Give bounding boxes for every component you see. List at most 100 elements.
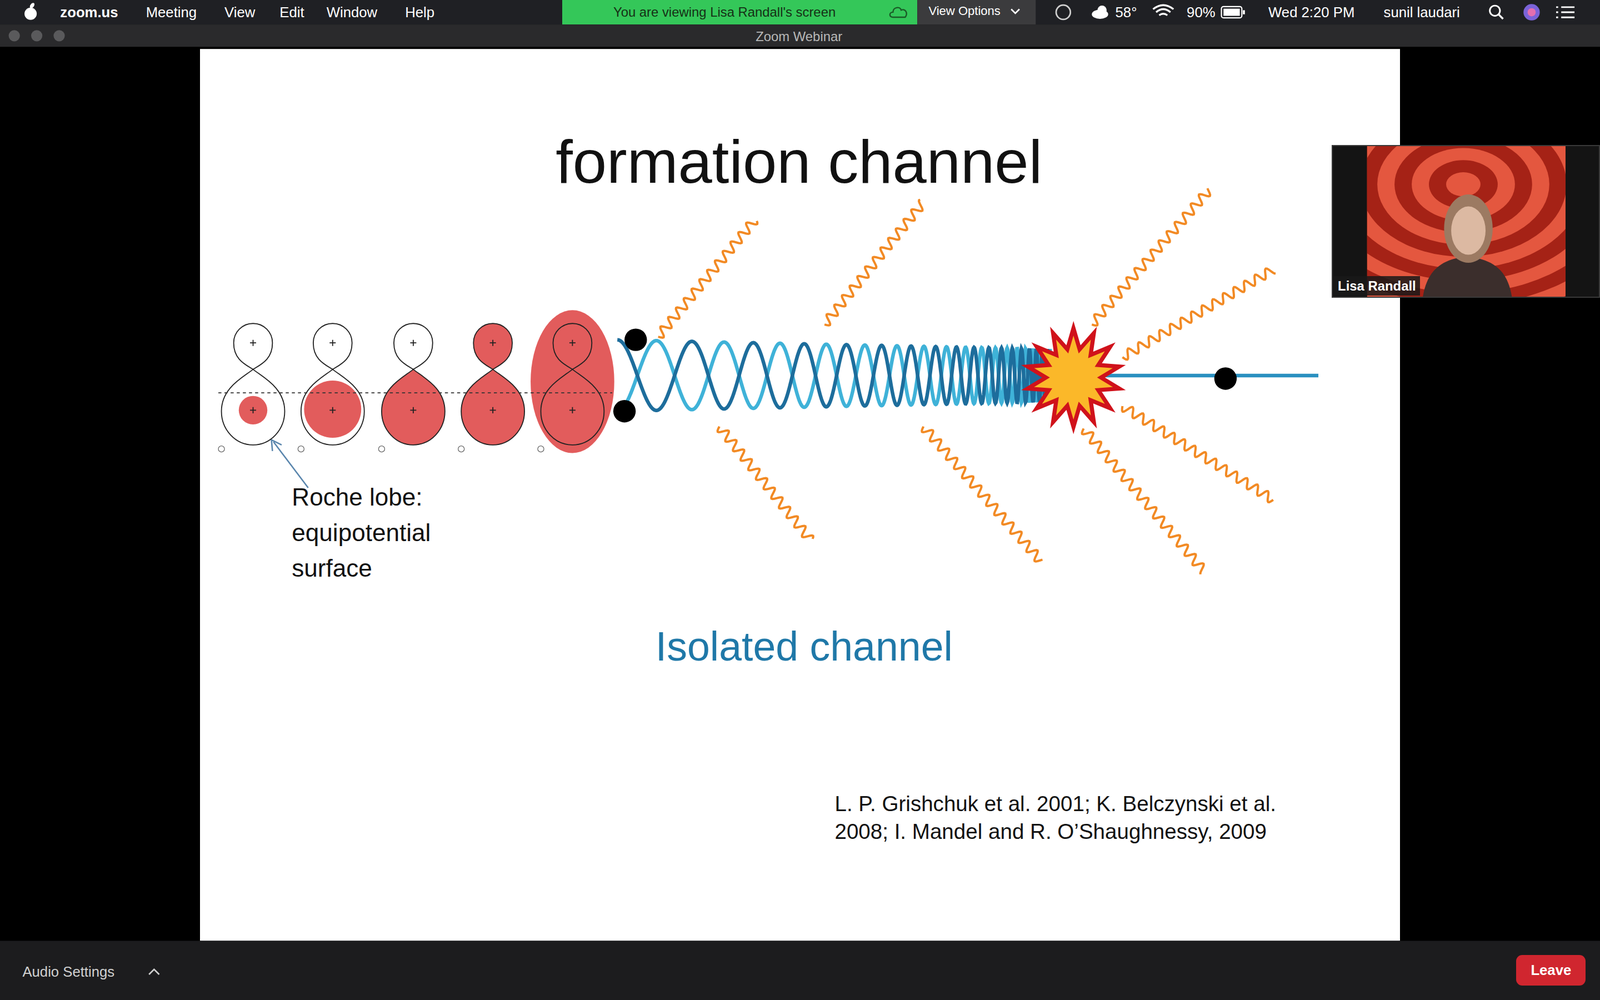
center-mark: [329, 340, 336, 347]
roche-lobe: [553, 323, 593, 370]
common-envelope: [530, 310, 615, 453]
button-text: Leave: [1530, 962, 1572, 979]
panel-mark: [537, 446, 544, 453]
center-mark: [410, 340, 417, 347]
swirl-ring: [1332, 146, 1599, 282]
panel-mark: [218, 446, 225, 453]
menu-item: Edit: [279, 4, 304, 21]
gravitational-wave: [717, 426, 814, 539]
center-mark: [250, 407, 257, 414]
center-mark: [490, 407, 497, 414]
leader-arrow: [273, 441, 308, 488]
panel-mark: [297, 446, 304, 453]
panel-mark: [458, 446, 465, 453]
list-icon: [1556, 7, 1559, 18]
roche-lobe: [461, 369, 525, 445]
menu-item: Help: [405, 4, 435, 21]
list-icon: [1556, 7, 1575, 18]
roche-lobe: [381, 369, 445, 445]
gravitational-wave: [921, 426, 1043, 562]
swirl-ring: [1342, 146, 1584, 269]
menu-bar: [0, 0, 1600, 25]
video-area: [0, 46, 1600, 941]
center-mark: [410, 407, 417, 414]
menu-item: Meeting: [146, 4, 197, 21]
window-title: Zoom Webinar: [755, 28, 843, 45]
roche-lobe: [301, 369, 365, 445]
cloud-icon: [1091, 5, 1108, 19]
swirl-ring: [1446, 172, 1481, 197]
center-mark: [490, 340, 497, 347]
center-mark: [250, 340, 257, 347]
speaker-hair: [1443, 194, 1493, 263]
screen-share-banner: You are viewing Lisa Randall's screen: [562, 0, 918, 25]
black-hole: [624, 328, 647, 351]
control-bar: [0, 940, 1600, 1000]
black-hole: [1214, 367, 1237, 390]
view-options: View Options: [928, 3, 1000, 19]
video-image: [1332, 146, 1599, 298]
cloud-icon: [1097, 5, 1107, 15]
cloud-icon: [888, 5, 910, 20]
window-button: [8, 30, 20, 42]
swirl-ring: [1332, 146, 1599, 298]
orbit-strand: [617, 340, 1052, 411]
star-matter: [461, 369, 525, 445]
search-icon: [1498, 14, 1503, 19]
star-matter: [238, 396, 268, 425]
leader-arrowhead: [271, 440, 282, 452]
cloud-icon: [890, 7, 907, 18]
view-options-box: [917, 0, 1036, 25]
center-mark: [329, 407, 336, 414]
gravitational-wave: [658, 221, 758, 338]
video-image: [1332, 146, 1599, 298]
clock: Wed 2:20 PM: [1268, 4, 1355, 21]
window-title-bar: [0, 24, 1600, 47]
black-hole: [613, 400, 636, 423]
roche-lobe: [221, 369, 285, 445]
reference: L. P. Grishchuk et al. 2001; K. Belczyns…: [834, 790, 1314, 846]
menu-item: View: [224, 4, 255, 21]
star-matter: [473, 323, 513, 370]
swirl-ring: [1332, 146, 1599, 298]
status-icon: [1056, 5, 1071, 20]
audio-settings: Audio Settings: [22, 963, 115, 980]
temperature: 58°: [1115, 4, 1138, 21]
siri-icon: [1527, 8, 1537, 17]
chevron-icon: [1011, 9, 1020, 14]
swirl-ring: [1332, 146, 1599, 298]
center-mark: [569, 340, 576, 347]
leave-button: Leave: [1516, 955, 1586, 986]
annotation: Roche lobe: equipotential surface: [291, 479, 476, 587]
gravitational-wave: [1122, 406, 1274, 503]
center-mark: [569, 407, 576, 414]
dashed-line: [218, 392, 613, 394]
panel-mark: [378, 446, 385, 453]
illustration: [218, 188, 1319, 575]
battery-level: 90%: [1186, 4, 1215, 21]
battery-icon: [1242, 10, 1245, 14]
star-matter: [303, 380, 362, 438]
battery-icon: [1223, 8, 1240, 17]
apple-logo: [28, 2, 36, 10]
battery-icon: [1221, 6, 1243, 18]
speaker-body: [1422, 256, 1512, 297]
window-button: [53, 30, 65, 42]
roche-lobe: [233, 323, 273, 370]
apple-logo: [24, 2, 37, 20]
video-tile: Lisa Randall: [1331, 145, 1600, 299]
swirl-ring: [1332, 146, 1599, 298]
list-icon: [1561, 7, 1575, 18]
star-matter: [381, 369, 445, 445]
gravitational-wave: [824, 200, 923, 326]
merger-burst: [1027, 328, 1120, 427]
slide-title: formation channel: [555, 126, 1043, 197]
speaker-face: [1451, 206, 1486, 255]
gravitational-wave: [1091, 188, 1210, 326]
siri-icon: [1523, 3, 1540, 20]
window-button: [31, 30, 43, 42]
roche-lobe: [313, 323, 353, 370]
button-text: You are viewing Lisa Randall's screen: [613, 4, 836, 20]
